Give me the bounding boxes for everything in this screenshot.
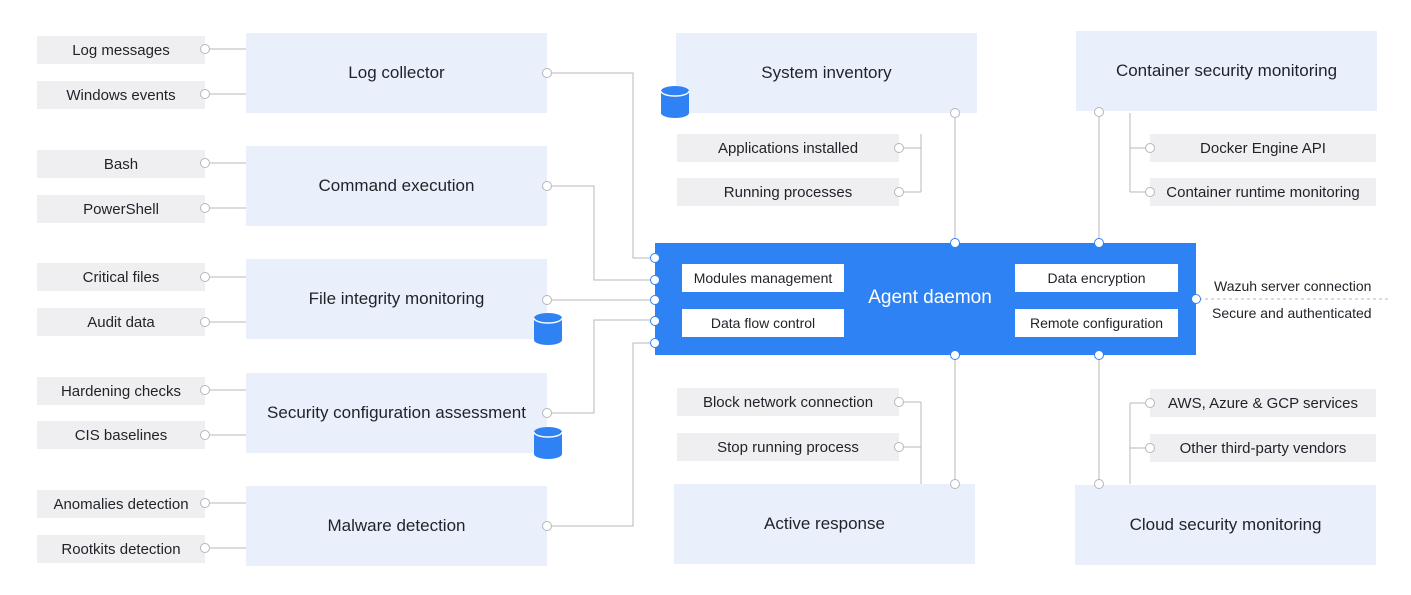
connector-dot xyxy=(200,385,210,395)
connector-dot xyxy=(542,68,552,78)
connector-dot xyxy=(200,543,210,553)
input-powershell: PowerShell xyxy=(37,195,205,223)
connector-dot xyxy=(1094,107,1104,117)
item-block-network-connection: Block network connection xyxy=(677,388,899,416)
connector-dot xyxy=(1145,187,1155,197)
connector-dot xyxy=(894,187,904,197)
module-malware-detection: Malware detection xyxy=(246,486,547,566)
daemon-port-dot xyxy=(650,295,660,305)
daemon-port-dot xyxy=(1094,350,1104,360)
connector-dot xyxy=(950,479,960,489)
input-rootkits-detection: Rootkits detection xyxy=(37,535,205,563)
item-cloud-services: AWS, Azure & GCP services xyxy=(1150,389,1376,417)
item-applications-installed: Applications installed xyxy=(677,134,899,162)
input-hardening-checks: Hardening checks xyxy=(37,377,205,405)
module-log-collector: Log collector xyxy=(246,33,547,113)
database-icon xyxy=(534,427,562,459)
input-log-messages: Log messages xyxy=(37,36,205,64)
connector-dot xyxy=(950,108,960,118)
item-running-processes: Running processes xyxy=(677,178,899,206)
database-icon xyxy=(661,86,689,118)
module-command-execution: Command execution xyxy=(246,146,547,226)
feature-data-encryption: Data encryption xyxy=(1015,264,1178,292)
module-security-configuration-assessment: Security configuration assessment xyxy=(246,373,547,453)
item-stop-running-process: Stop running process xyxy=(677,433,899,461)
daemon-port-dot xyxy=(950,350,960,360)
connector-dot xyxy=(200,89,210,99)
connector-dot xyxy=(200,430,210,440)
connector-dot xyxy=(200,44,210,54)
database-icon xyxy=(534,313,562,345)
connector-dot xyxy=(200,317,210,327)
connector-dot xyxy=(542,521,552,531)
daemon-port-dot xyxy=(650,275,660,285)
connector-dot xyxy=(894,143,904,153)
input-cis-baselines: CIS baselines xyxy=(37,421,205,449)
connector-dot xyxy=(1145,398,1155,408)
item-docker-engine-api: Docker Engine API xyxy=(1150,134,1376,162)
agent-daemon: Modules management Data flow control Age… xyxy=(655,243,1196,355)
feature-remote-configuration: Remote configuration xyxy=(1015,309,1178,337)
input-anomalies-detection: Anomalies detection xyxy=(37,490,205,518)
connector-dot xyxy=(542,181,552,191)
item-container-runtime-monitoring: Container runtime monitoring xyxy=(1150,178,1376,206)
connector-dot xyxy=(1094,479,1104,489)
daemon-port-dot xyxy=(950,238,960,248)
daemon-port-dot xyxy=(650,253,660,263)
module-container-security-monitoring: Container security monitoring xyxy=(1076,31,1377,111)
input-bash: Bash xyxy=(37,150,205,178)
feature-modules-management: Modules management xyxy=(682,264,844,292)
item-third-party-vendors: Other third-party vendors xyxy=(1150,434,1376,462)
module-system-inventory: System inventory xyxy=(676,33,977,113)
input-windows-events: Windows events xyxy=(37,81,205,109)
agent-daemon-title: Agent daemon xyxy=(868,287,992,308)
daemon-port-dot xyxy=(650,338,660,348)
module-cloud-security-monitoring: Cloud security monitoring xyxy=(1075,485,1376,565)
server-connection-label: Wazuh server connection xyxy=(1214,278,1372,294)
connector-dot xyxy=(894,442,904,452)
connector-dot xyxy=(200,203,210,213)
connector-dot xyxy=(200,158,210,168)
connector-dot xyxy=(542,295,552,305)
daemon-port-dot xyxy=(650,316,660,326)
connector-dot xyxy=(1145,443,1155,453)
daemon-port-dot xyxy=(1094,238,1104,248)
module-file-integrity-monitoring: File integrity monitoring xyxy=(246,259,547,339)
connector-dot xyxy=(200,498,210,508)
feature-data-flow-control: Data flow control xyxy=(682,309,844,337)
server-connection-sublabel: Secure and authenticated xyxy=(1212,305,1372,321)
module-active-response: Active response xyxy=(674,484,975,564)
daemon-port-dot xyxy=(1191,294,1201,304)
connector-dot xyxy=(200,272,210,282)
input-audit-data: Audit data xyxy=(37,308,205,336)
input-critical-files: Critical files xyxy=(37,263,205,291)
connector-dot xyxy=(1145,143,1155,153)
connector-dot xyxy=(894,397,904,407)
connector-dot xyxy=(542,408,552,418)
